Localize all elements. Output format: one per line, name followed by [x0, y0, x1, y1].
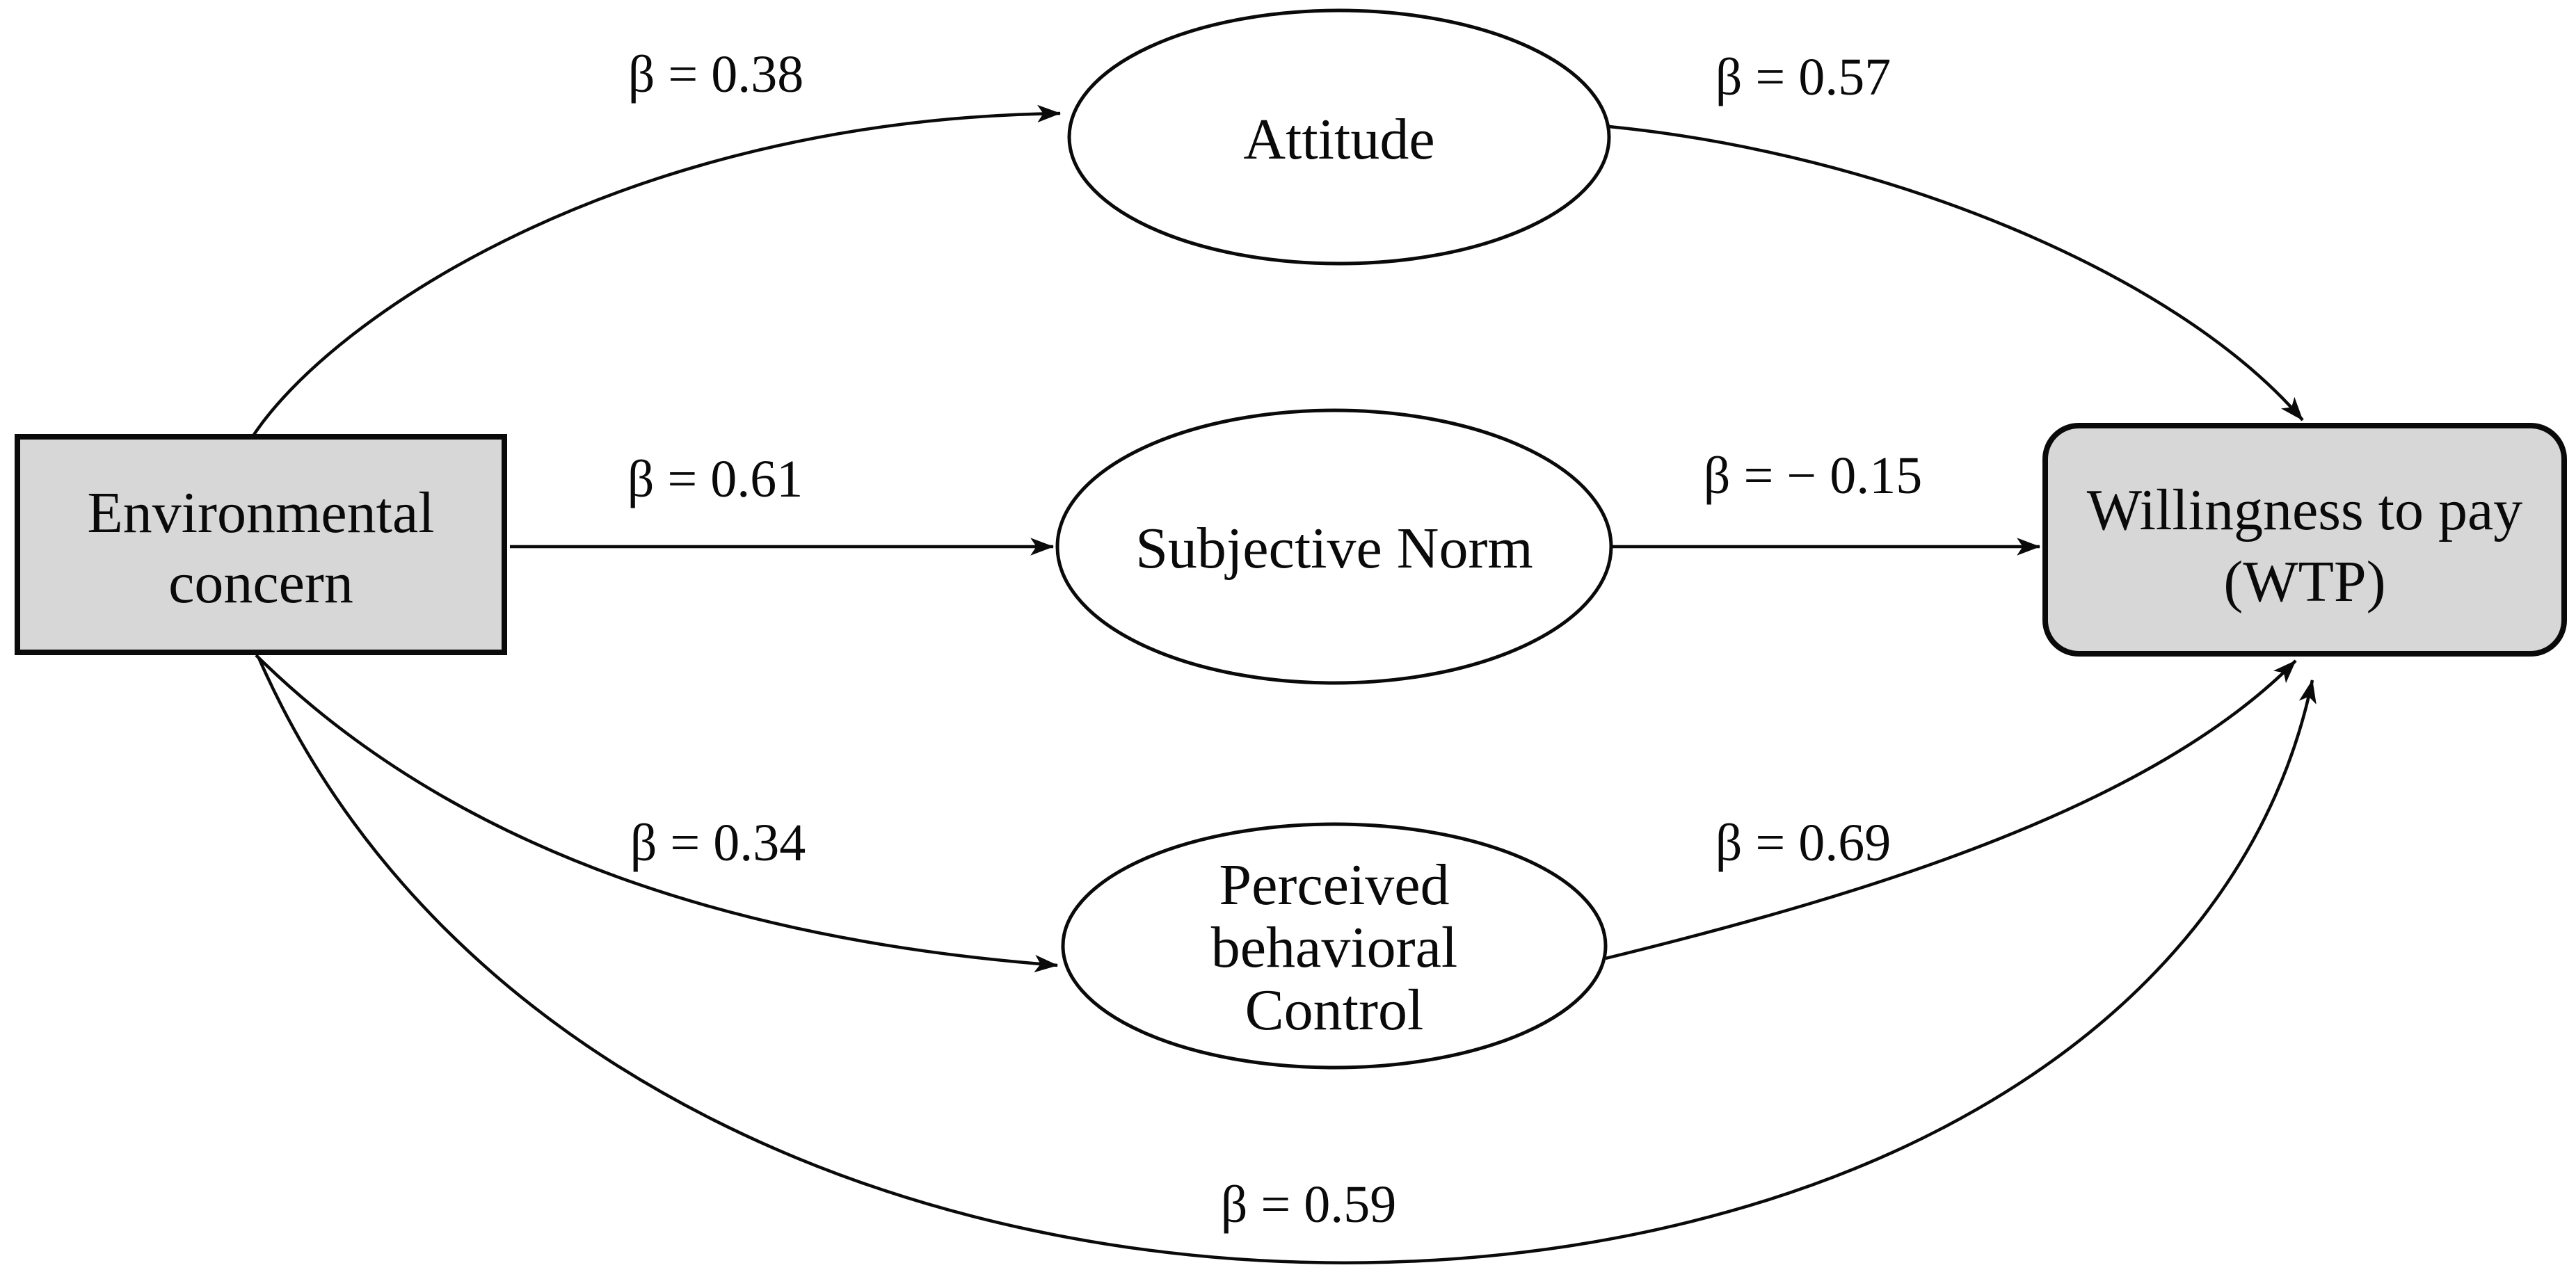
edge-label-pbc-wtp: β = 0.69 — [1715, 814, 1891, 872]
edge-label-ec-pbc: β = 0.34 — [630, 814, 806, 872]
edge-label-ec-attitude: β = 0.38 — [628, 45, 804, 104]
subjective-norm-ellipse — [1055, 408, 1613, 685]
edge-label-subjective-norm-wtp: β = − 0.15 — [1704, 447, 1922, 505]
environmental-concern-box — [15, 434, 507, 655]
attitude-label: Attitude — [1243, 107, 1434, 172]
wtp-label-line2: (WTP) — [2223, 549, 2385, 614]
edge-label-attitude-wtp: β = 0.57 — [1715, 48, 1891, 106]
edge-environmental-concern-to-wtp-direct — [257, 657, 2317, 1264]
environmental-concern-label-line1: Environmental — [87, 481, 434, 545]
attitude-ellipse — [1067, 8, 1611, 266]
pbc-label-line3: Control — [1245, 978, 1424, 1043]
edge-label-ec-subjective-norm: β = 0.61 — [627, 450, 803, 508]
edge-pbc-to-wtp — [1605, 659, 2297, 960]
node-perceived-behavioral-control: Perceived behavioral Control — [1061, 822, 1608, 1070]
pbc-label-line2: behavioral — [1211, 915, 1458, 980]
edge-environmental-concern-to-pbc — [255, 654, 1059, 973]
edge-attitude-to-wtp — [1608, 124, 2304, 421]
edge-label-ec-wtp-direct: β = 0.59 — [1221, 1175, 1397, 1234]
wtp-label-line1: Willingness to pay — [2087, 478, 2523, 542]
pbc-label-line1: Perceived — [1219, 853, 1449, 917]
pbc-ellipse — [1061, 822, 1608, 1070]
node-subjective-norm: Subjective Norm — [1055, 408, 1613, 685]
wtp-box — [2042, 423, 2567, 657]
subjective-norm-label: Subjective Norm — [1135, 516, 1533, 581]
node-willingness-to-pay: Willingness to pay (WTP) — [2042, 423, 2567, 657]
edge-environmental-concern-to-attitude — [251, 104, 1062, 438]
environmental-concern-label-line2: concern — [168, 551, 353, 616]
node-environmental-concern: Environmental concern — [15, 434, 507, 655]
node-attitude: Attitude — [1067, 8, 1611, 266]
